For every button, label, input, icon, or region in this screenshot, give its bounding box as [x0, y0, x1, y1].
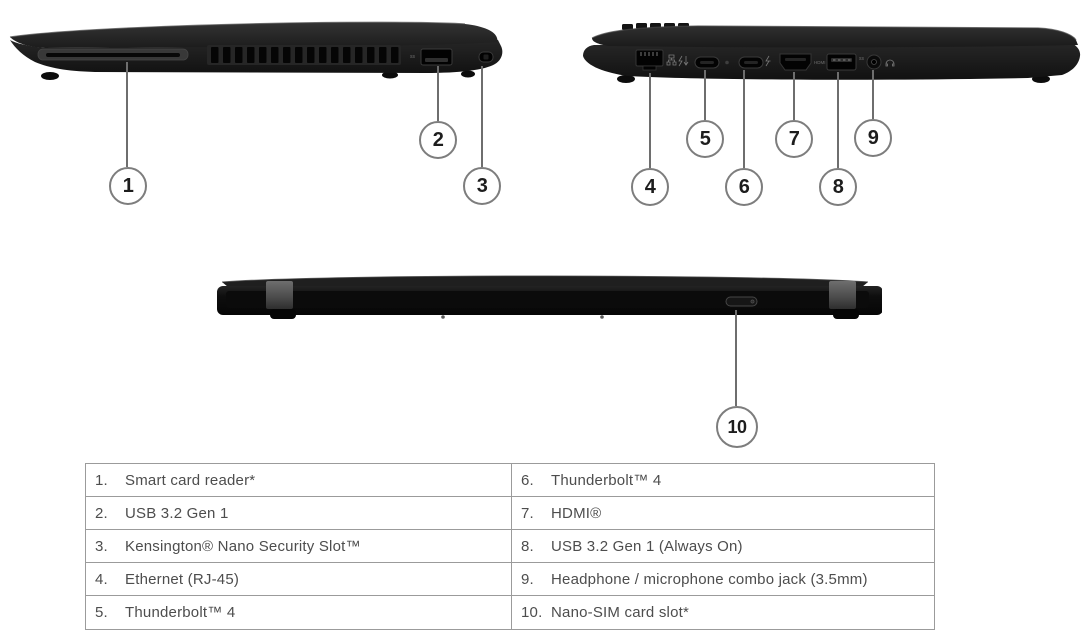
usb-marking: ss [410, 54, 416, 60]
thunderbolt-port-2 [738, 56, 764, 69]
legend-column-left: 1. Smart card reader* 2. USB 3.2 Gen 1 3… [86, 464, 511, 629]
legend-row-label: Headphone / microphone combo jack (3.5mm… [551, 570, 868, 588]
callout-line-6 [743, 70, 745, 168]
callout-5: 5 [686, 120, 724, 158]
callout-line-1 [126, 62, 128, 167]
callout-4: 4 [631, 168, 669, 206]
legend-row-label: USB 3.2 Gen 1 (Always On) [551, 537, 743, 555]
right-hinge [829, 281, 859, 319]
legend-row-9: 9. Headphone / microphone combo jack (3.… [512, 563, 934, 596]
vent-grille [207, 45, 401, 65]
hdmi-port [779, 53, 812, 71]
callout-number: 10 [727, 416, 747, 437]
callout-7: 7 [775, 120, 813, 158]
legend-row-4: 4. Ethernet (RJ-45) [86, 563, 511, 596]
status-led [725, 60, 729, 65]
callout-line-7 [793, 72, 795, 120]
callout-number: 8 [832, 175, 844, 198]
callout-number: 1 [122, 174, 134, 197]
ethernet-port [635, 49, 664, 71]
kensington-nano-slot [478, 51, 494, 63]
legend-row-6: 6. Thunderbolt™ 4 [512, 464, 934, 497]
legend-row-8: 8. USB 3.2 Gen 1 (Always On) [512, 530, 934, 563]
legend-row-number: 2. [95, 504, 108, 522]
nano-sim-card-slot [725, 296, 758, 307]
callout-line-8 [837, 72, 839, 168]
screw [600, 315, 604, 319]
callout-8: 8 [819, 168, 857, 206]
callout-line-4 [649, 73, 651, 168]
legend-row-2: 2. USB 3.2 Gen 1 [86, 497, 511, 530]
callout-number: 4 [644, 175, 656, 198]
screw [441, 315, 445, 319]
port-legend-table: 1. Smart card reader* 2. USB 3.2 Gen 1 3… [85, 463, 935, 630]
thunderbolt-port-1 [694, 56, 720, 69]
laptop-left-side-view: ss [9, 21, 503, 80]
legend-row-7: 7. HDMI® [512, 497, 934, 530]
callout-10: 10 [716, 406, 758, 448]
ethernet-icon [666, 54, 677, 66]
legend-row-label: Thunderbolt™ 4 [125, 604, 236, 621]
legend-row-number: 10. [521, 604, 543, 621]
callout-number: 5 [699, 127, 711, 150]
legend-row-number: 9. [521, 570, 534, 588]
laptop-lid [592, 26, 1078, 48]
legend-row-number: 3. [95, 537, 108, 555]
laptop-feet [41, 70, 475, 80]
legend-row-10: 10. Nano-SIM card slot* [512, 596, 934, 629]
legend-row-number: 8. [521, 537, 534, 555]
legend-column-right: 6. Thunderbolt™ 4 7. HDMI® 8. USB 3.2 Ge… [511, 464, 934, 629]
callout-line-9 [872, 70, 874, 119]
callout-line-3 [481, 66, 483, 167]
legend-row-number: 5. [95, 604, 108, 621]
legend-row-label: HDMI® [551, 504, 602, 522]
laptop-rear-view [217, 275, 882, 319]
callout-number: 2 [432, 128, 444, 151]
laptop-right-side-view: HDMI ss [583, 23, 1081, 83]
lid-edge-highlight [9, 21, 466, 38]
legend-row-3: 3. Kensington® Nano Security Slot™ [86, 530, 511, 563]
usb-a-port [420, 48, 453, 66]
hdmi-marking: HDMI [814, 60, 826, 65]
left-hinge [266, 281, 296, 319]
legend-row-number: 1. [95, 471, 108, 489]
callout-line-2 [437, 66, 439, 121]
legend-row-label: USB 3.2 Gen 1 [125, 504, 229, 522]
callout-line-10 [735, 310, 737, 406]
legend-row-label: Ethernet (RJ-45) [125, 570, 240, 588]
callout-number: 9 [867, 126, 879, 149]
usb-marking: ss [859, 56, 865, 62]
callout-2: 2 [419, 121, 457, 159]
legend-row-number: 4. [95, 570, 108, 588]
callout-3: 3 [463, 167, 501, 205]
callout-6: 6 [725, 168, 763, 206]
legend-row-number: 7. [521, 504, 534, 522]
rear-inset-panel [226, 291, 869, 308]
lid-top-edge [222, 276, 868, 287]
usb-a-always-on-port [826, 53, 857, 71]
thunderbolt-icon [765, 55, 771, 67]
callout-number: 3 [476, 174, 488, 197]
laptop-lid [10, 22, 498, 48]
legend-row-5: 5. Thunderbolt™ 4 [86, 596, 511, 629]
callout-9: 9 [854, 119, 892, 157]
legend-row-1: 1. Smart card reader* [86, 464, 511, 497]
legend-row-number: 6. [521, 471, 534, 489]
lid-edge-highlight [591, 25, 1077, 41]
legend-row-label: Nano-SIM card slot* [551, 604, 690, 621]
smart-card-reader-slot [37, 48, 189, 61]
callout-1: 1 [109, 167, 147, 205]
headset-icon [885, 59, 895, 67]
callout-number: 7 [788, 127, 800, 150]
legend-row-label: Thunderbolt™ 4 [551, 471, 662, 489]
usb-c-lightning-marking [678, 55, 689, 67]
legend-row-label: Smart card reader* [125, 471, 256, 489]
lid-top-highlight [221, 275, 869, 283]
callout-line-5 [704, 70, 706, 120]
callout-number: 6 [738, 175, 750, 198]
audio-combo-jack [866, 54, 882, 70]
legend-row-label: Kensington® Nano Security Slot™ [125, 537, 361, 555]
